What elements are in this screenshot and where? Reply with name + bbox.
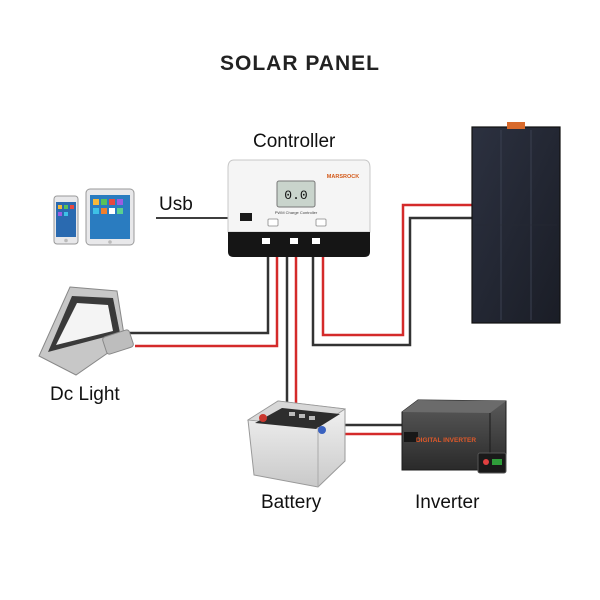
battery-label: Battery <box>261 492 322 513</box>
light-negative-wire <box>125 252 270 335</box>
battery-icon <box>246 400 347 488</box>
controller-brand: MARSROCK <box>327 174 359 180</box>
controller-display-value: 0.0 <box>284 188 307 203</box>
controller-label: Controller <box>253 131 336 152</box>
battery-terminal-icon <box>290 238 298 244</box>
controller-button-left <box>267 218 279 227</box>
usb-label: Usb <box>159 194 193 215</box>
controller-button-right <box>315 218 327 227</box>
tablet-icon <box>85 188 135 246</box>
solar-terminal-icon <box>312 238 320 244</box>
light-terminal-icon <box>262 238 270 244</box>
inverter-label: Inverter <box>415 492 480 513</box>
usb-port <box>240 213 252 221</box>
dc-light-icon <box>38 286 134 376</box>
charge-controller: 0.0 MARSROCK PWM Charge Controller <box>227 159 371 257</box>
solar-positive-wire <box>321 203 472 337</box>
wires <box>125 203 472 436</box>
controller-model: PWM Charge Controller <box>275 210 318 215</box>
inverter-icon: DIGITAL INVERTER <box>401 399 507 474</box>
inverter-brand: DIGITAL INVERTER <box>416 437 476 444</box>
light-positive-wire <box>135 252 279 348</box>
dc-light-label: Dc Light <box>50 384 120 405</box>
solar-panel <box>471 122 561 324</box>
solar-negative-wire <box>311 216 472 347</box>
diagram-title: SOLAR PANEL <box>220 52 380 75</box>
phone-icon <box>53 195 79 245</box>
controller-display <box>276 180 316 208</box>
